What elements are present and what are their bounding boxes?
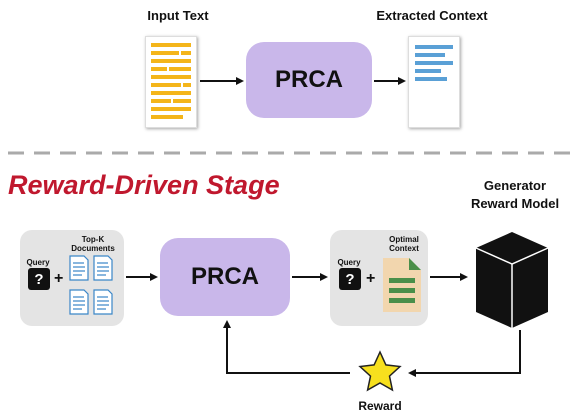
reward-star-icon [358, 350, 402, 392]
topk-label-line2: Documents [71, 244, 115, 253]
extracted-context-document-icon [408, 36, 460, 128]
input-text-lines [151, 43, 191, 119]
input-text-document-icon [145, 36, 197, 128]
arrow-generator-to-reward [408, 330, 521, 377]
optimal-label-line2: Context [389, 244, 419, 253]
generator-cube-icon [475, 232, 549, 328]
query-label: Query [26, 258, 50, 267]
extracted-context-label: Extracted Context [376, 8, 488, 23]
query-icon: ? [28, 268, 50, 290]
generator-label-line1: Generator [483, 178, 547, 193]
generator-label-line2: Reward Model [470, 196, 560, 211]
prca-module-bottom: PRCA [160, 238, 290, 316]
plus-sign-2: + [366, 270, 376, 287]
query2-label: Query [337, 258, 361, 267]
stage-title: Reward-Driven Stage [8, 170, 280, 200]
prca-label-bottom: PRCA [190, 263, 259, 290]
query2-question-mark: ? [345, 270, 355, 288]
plus-sign-1: + [54, 270, 64, 287]
arrow-reward-to-prca [223, 320, 350, 374]
prca-label-top: PRCA [274, 66, 343, 93]
input-text-label: Input Text [147, 8, 209, 23]
prca-module-top: PRCA [246, 42, 372, 118]
query2-icon: ? [339, 268, 361, 290]
topk-label-line1: Top-K [81, 235, 105, 244]
optimal-label-line1: Optimal [389, 235, 419, 244]
reward-label: Reward [358, 399, 402, 413]
query-question-mark: ? [34, 270, 44, 288]
extracted-context-lines [415, 45, 453, 81]
